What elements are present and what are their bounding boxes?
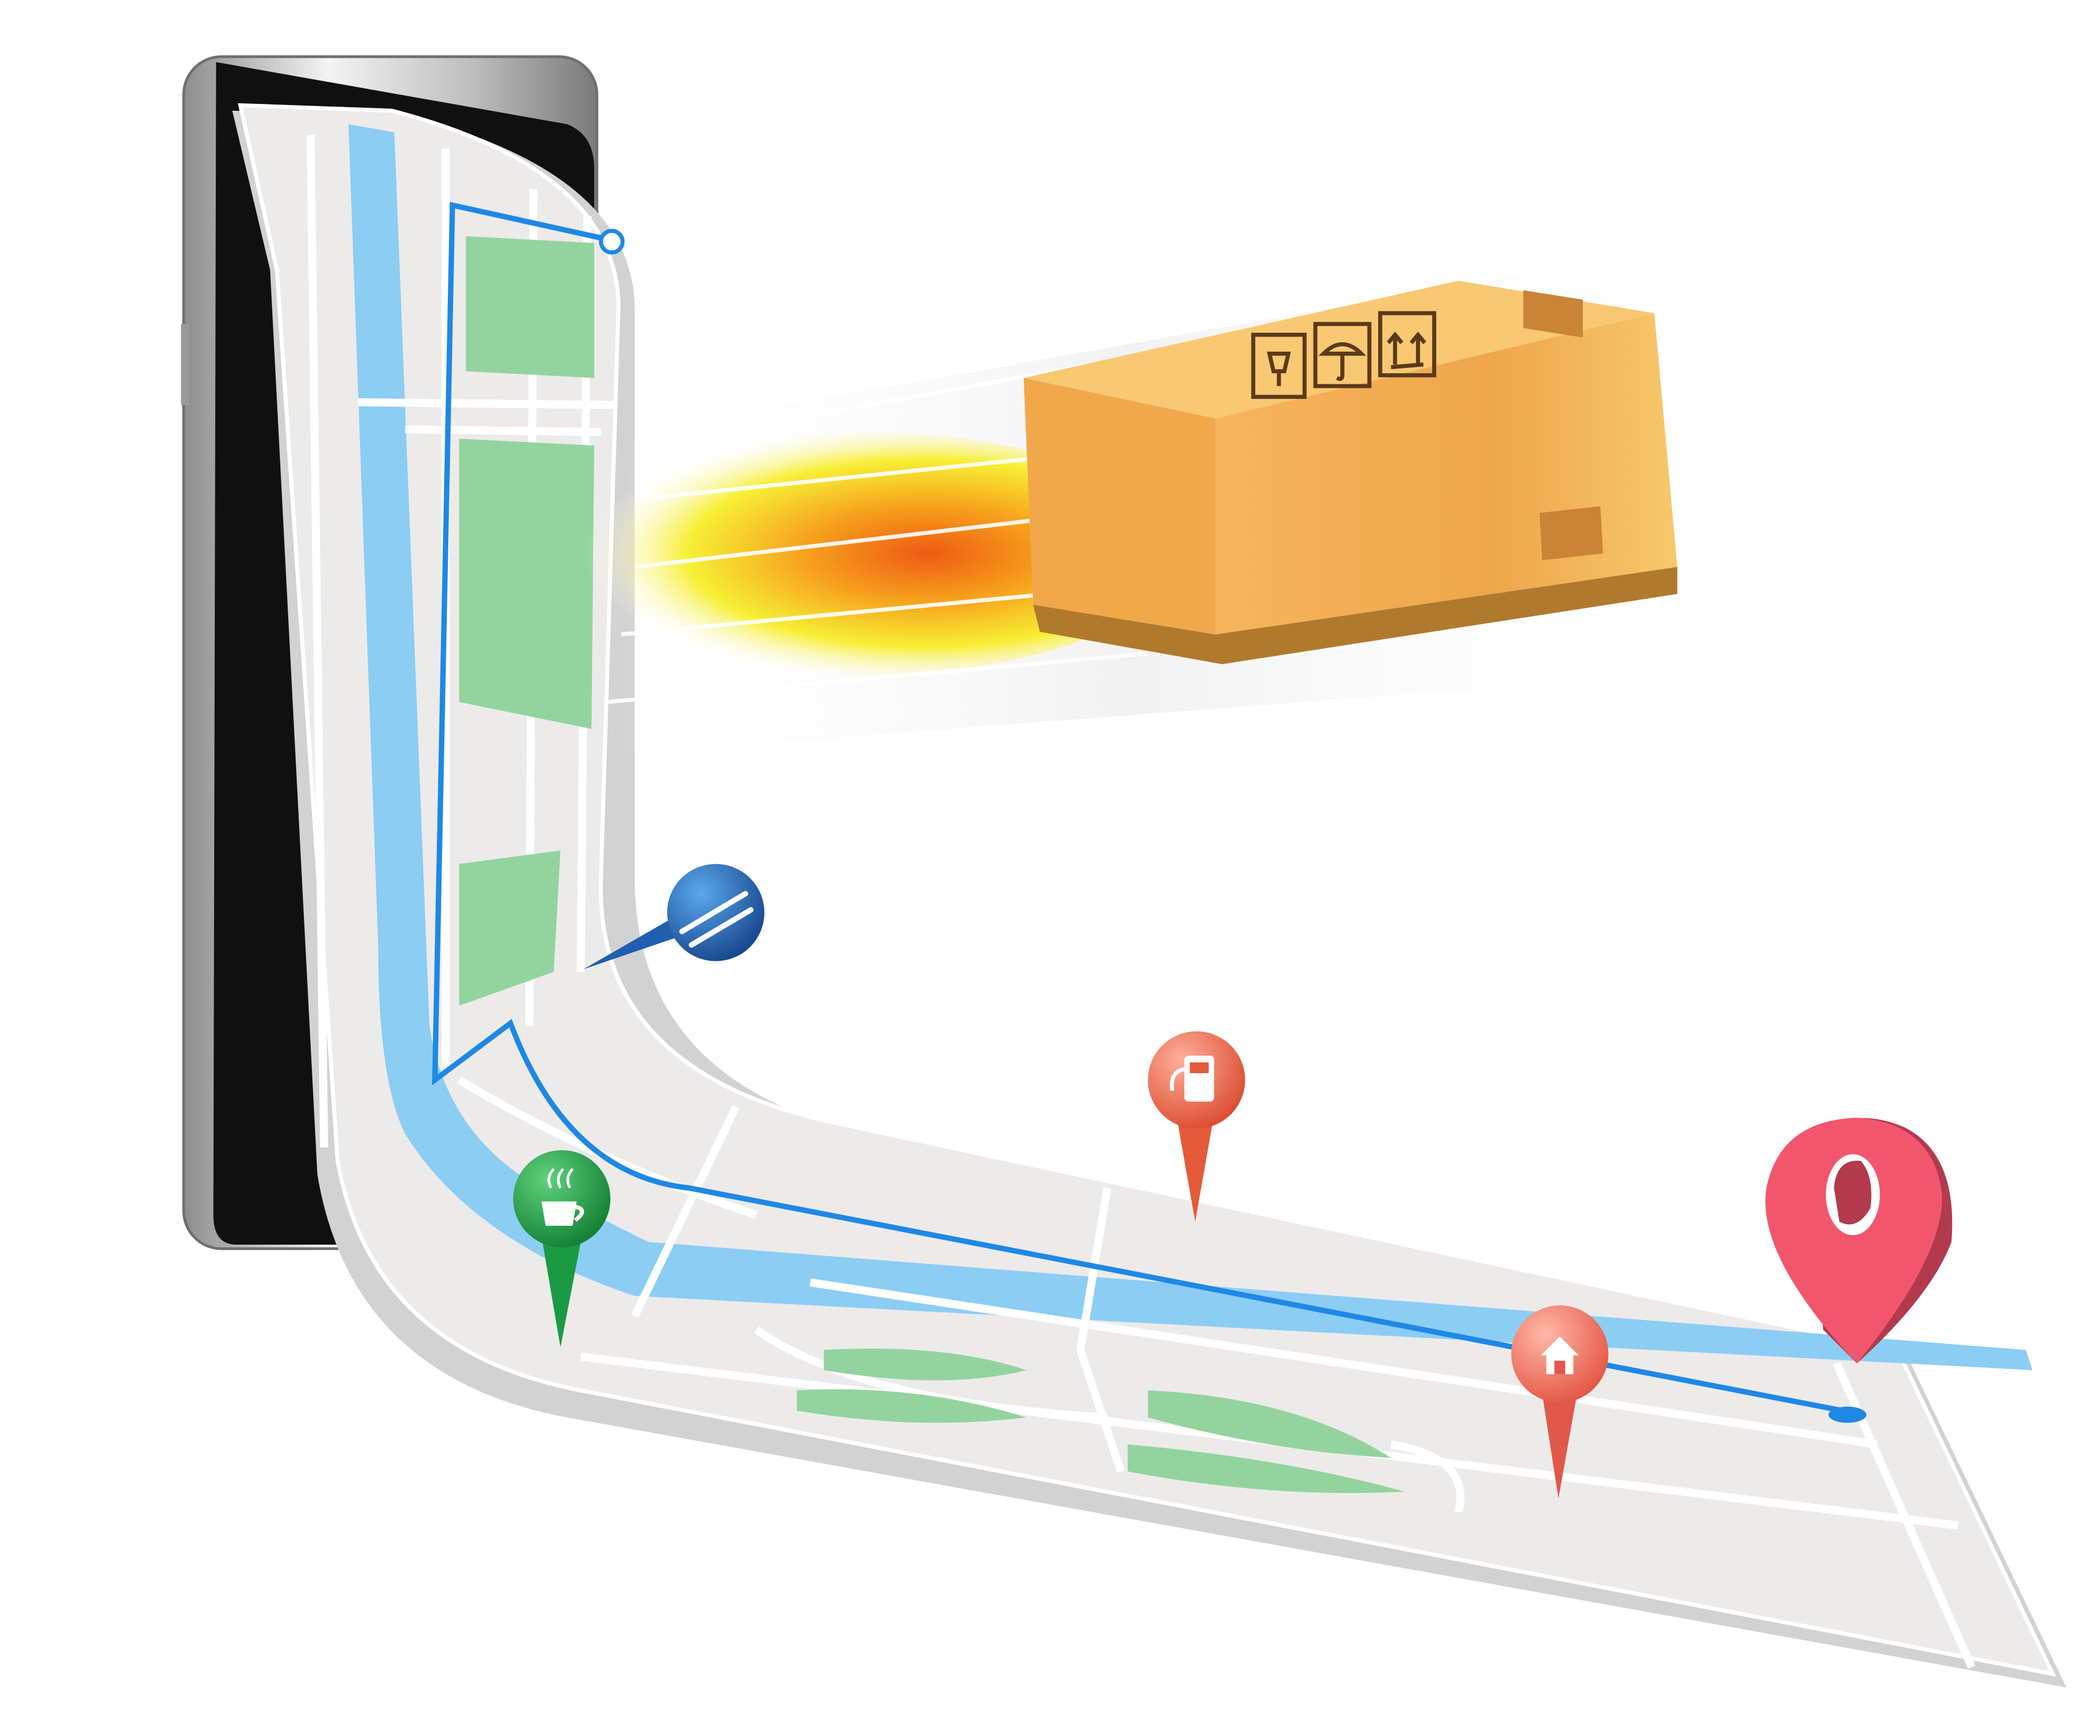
keep-dry-umbrella-icon [1313,322,1372,388]
route-end-marker [1828,1406,1866,1423]
location-pin-icon [1834,1161,1872,1225]
route-start-marker [598,228,625,255]
parks [459,236,1405,1493]
cafe-pin[interactable] [513,1150,611,1348]
fuel-station-pin[interactable] [1148,1031,1245,1222]
volume-button [181,324,190,405]
parcel-box [1023,280,1677,665]
destination-pin[interactable] [1765,1118,1952,1364]
this-way-up-icon [1378,311,1436,377]
fragile-glass-icon [1251,332,1307,399]
restaurant-pin[interactable] [583,864,764,970]
delivery-route [432,202,1864,1418]
folded-map [232,103,2066,1688]
home-pin[interactable] [1511,1305,1609,1499]
fuel-pump-icon [1170,1055,1214,1102]
coffee-cup-icon [541,1168,584,1226]
fork-knife-icon [679,891,754,948]
